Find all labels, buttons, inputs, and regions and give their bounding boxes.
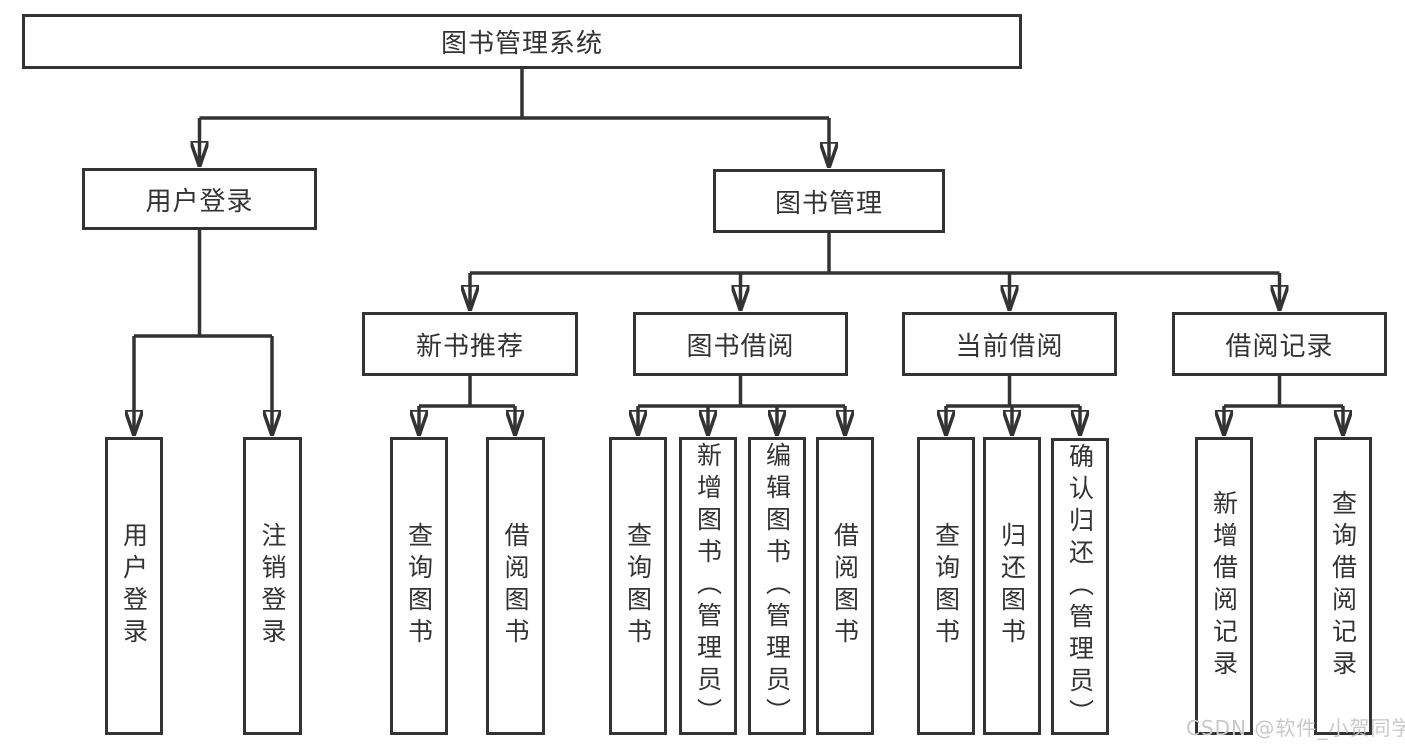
watermark-text: CSDN @软件_小贺同学 (1186, 716, 1405, 740)
leaf-edit-book-admin: 编辑图书（管理员） (748, 437, 806, 735)
node-new-book-recommendation: 新书推荐 (362, 312, 578, 376)
leaf-return-book: 归还图书 (983, 437, 1041, 735)
node-current-borrowing: 当前借阅 (902, 312, 1117, 376)
leaf-search-books-recommend: 查询图书 (390, 437, 448, 735)
leaf-logout: 注销登录 (243, 437, 302, 735)
node-book-management: 图书管理 (713, 169, 945, 233)
node-borrowing-records: 借阅记录 (1172, 312, 1387, 376)
leaf-user-login: 用户登录 (105, 437, 163, 735)
leaf-new-borrow-record: 新增借阅记录 (1195, 437, 1253, 735)
leaf-confirm-return-admin: 确认归还（管理员） (1051, 438, 1109, 735)
leaf-search-books-borrow: 查询图书 (609, 437, 667, 735)
leaf-search-borrow-record: 查询借阅记录 (1314, 437, 1372, 735)
node-user-login: 用户登录 (82, 168, 317, 230)
leaf-search-books-current: 查询图书 (917, 437, 975, 735)
leaf-add-book-admin: 新增图书（管理员） (679, 437, 737, 735)
leaf-borrow-books-recommend: 借阅图书 (486, 437, 545, 735)
node-library-system: 图书管理系统 (22, 14, 1022, 69)
node-book-borrowing: 图书借阅 (633, 312, 848, 376)
leaf-borrow-books: 借阅图书 (816, 437, 874, 735)
